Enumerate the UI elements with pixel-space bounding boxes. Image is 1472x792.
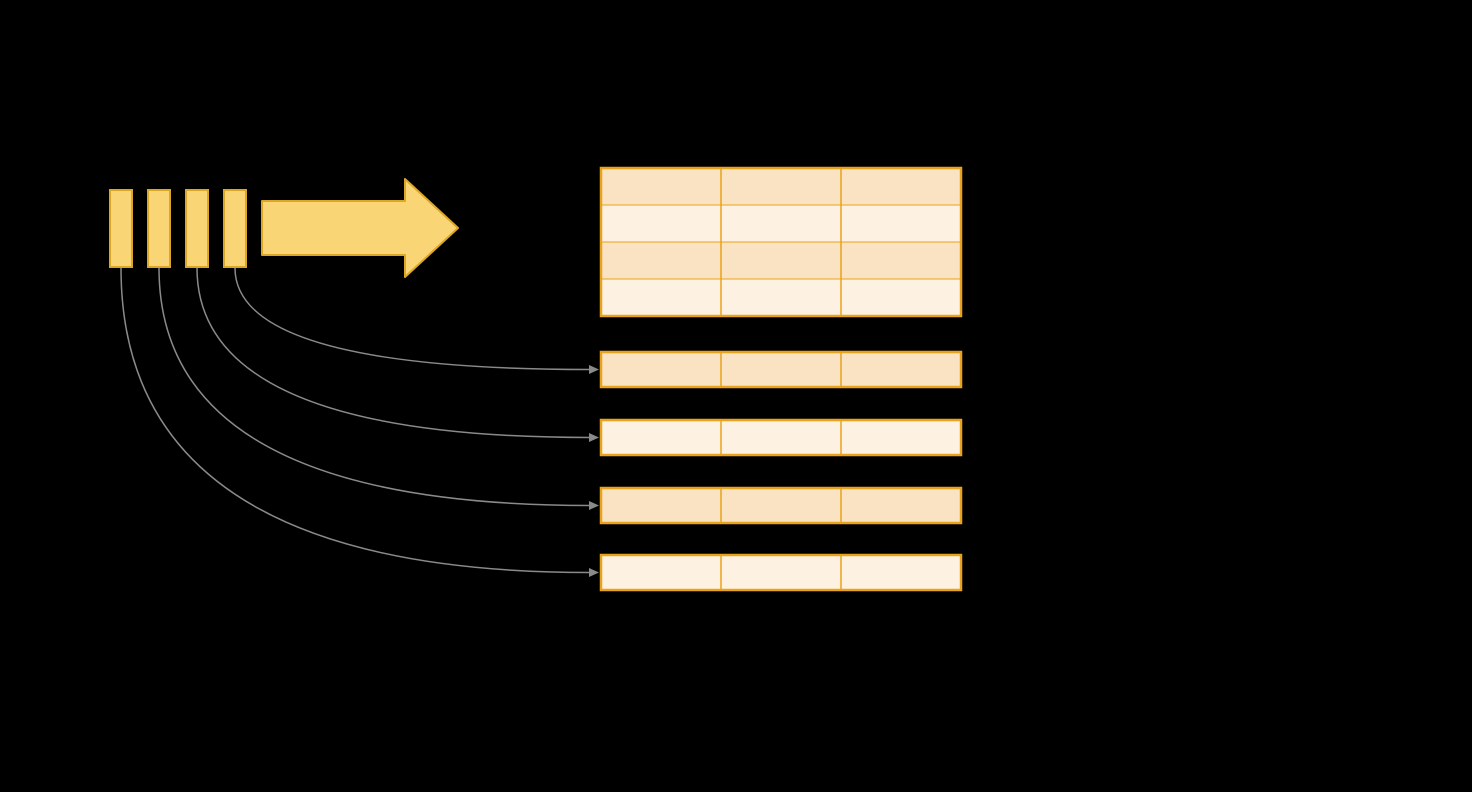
connector-arrowhead-icon <box>589 501 599 510</box>
connector-arrowhead-icon <box>589 433 599 442</box>
flow-arrow <box>261 178 459 278</box>
row-table-border <box>599 486 963 525</box>
main-table-group <box>599 166 963 318</box>
main-table-row <box>600 241 962 280</box>
flow-arrow-group <box>261 178 459 278</box>
row-table-row <box>600 554 962 591</box>
connector-arrowhead-icon <box>589 568 599 577</box>
row-table-border <box>599 350 963 389</box>
row-table-border <box>599 418 963 457</box>
row-table-border <box>599 553 963 592</box>
mapping-connector <box>196 267 591 439</box>
main-table-border <box>599 166 963 318</box>
mapping-connectors-group <box>120 267 599 577</box>
row-table-row <box>600 419 962 456</box>
record-stream-bars-group <box>109 189 247 268</box>
row-table-row <box>600 351 962 388</box>
main-table-row <box>600 278 962 317</box>
stream-record-bar <box>147 189 171 268</box>
stream-record-bar <box>109 189 133 268</box>
stream-record-bar <box>185 189 209 268</box>
row-table-row <box>600 487 962 524</box>
mapping-connector <box>158 267 591 507</box>
connector-arrowhead-icon <box>589 365 599 374</box>
stream-record-bar <box>223 189 247 268</box>
mapping-connector <box>120 267 591 574</box>
main-table-row <box>600 167 962 206</box>
row-tables-group <box>599 350 963 592</box>
main-table-row <box>600 204 962 243</box>
mapping-connector <box>234 267 591 371</box>
